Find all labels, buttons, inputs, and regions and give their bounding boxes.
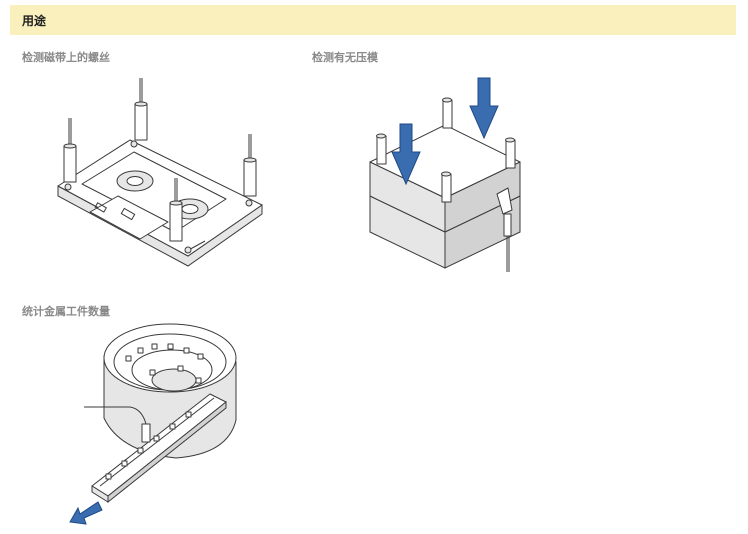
section-title: 用途 (22, 13, 47, 28)
caption-press-die: 检测有无压模 (312, 51, 378, 64)
caption-metal-count: 统计金属工件数量 (22, 305, 110, 318)
arrow-down-left (391, 123, 421, 186)
caption-tape-screws: 检测磁带上的螺丝 (22, 51, 110, 64)
arrow-down-right (469, 77, 499, 140)
arrow-out (69, 501, 103, 525)
section-header: 用途 (10, 5, 736, 35)
